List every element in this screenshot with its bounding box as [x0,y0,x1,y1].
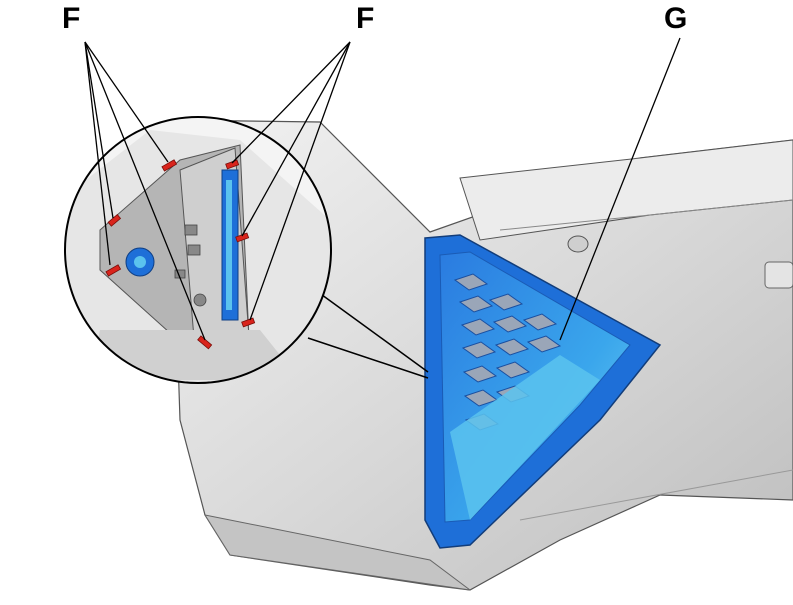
zoom-detail-circle [64,116,332,384]
clip-f-7 [241,317,256,328]
clips-f [105,159,256,350]
leader-lines-f-right [231,41,351,321]
clip-f-3 [161,159,178,172]
callout-g: G [664,2,688,35]
clip-f-1 [107,214,122,227]
leader-line-g [559,37,681,341]
zoom-connector [307,291,429,379]
clip-f-4 [197,335,213,350]
clip-f-6 [235,232,250,243]
clip-f-2 [105,264,122,277]
clip-f-5 [225,159,240,170]
callout-f-left: F [62,2,81,35]
leader-lines-f-left [84,41,206,341]
grille-g [424,234,662,549]
callout-f-right: F [356,2,375,35]
